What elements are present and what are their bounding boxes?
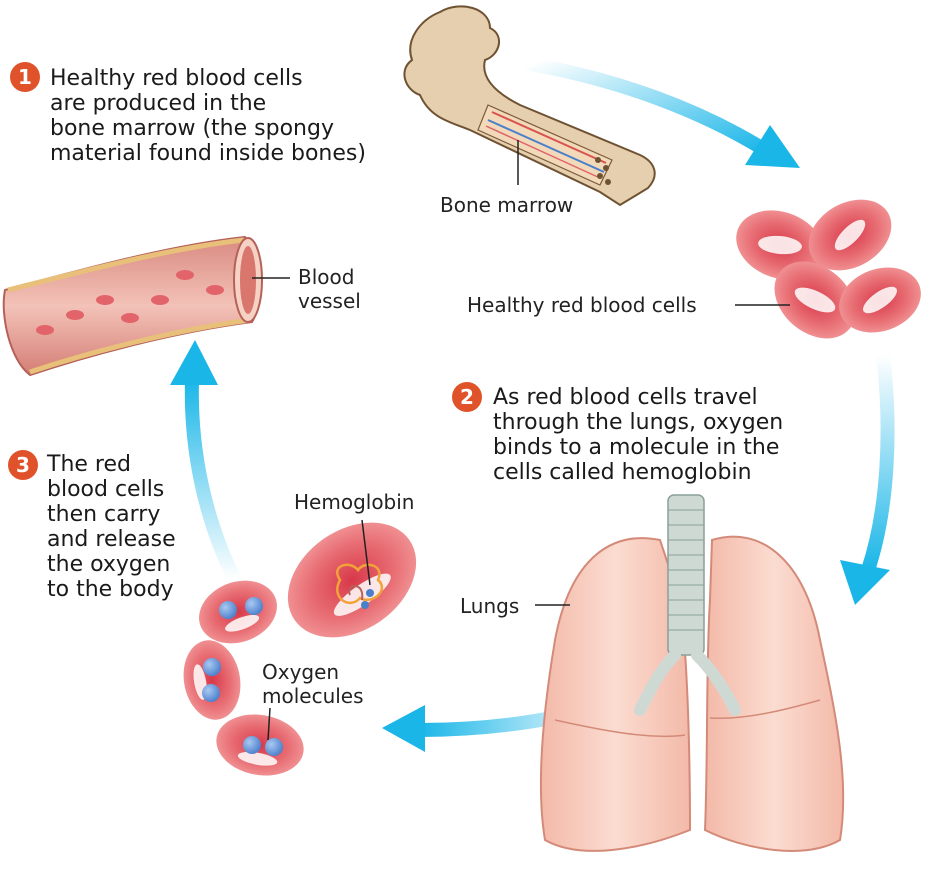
step-3-text: The red blood cells then carry and relea… <box>47 452 176 602</box>
arrow-cells-to-lungs <box>840 355 890 605</box>
label-blood-vessel-line: Blood <box>298 265 361 289</box>
step-3-line: blood cells <box>47 477 176 502</box>
label-blood-vessel-line: vessel <box>298 289 361 313</box>
label-lungs: Lungs <box>460 594 519 618</box>
step-3-line: the oxygen <box>47 552 176 577</box>
step-2-line: cells called hemoglobin <box>493 460 783 485</box>
bone-illustration <box>404 6 654 205</box>
step-1-line: are produced in the <box>50 91 366 116</box>
step-1-badge: 1 <box>10 62 40 92</box>
label-oxygen-molecules: Oxygen molecules <box>262 660 364 708</box>
step-2-badge: 2 <box>452 382 482 412</box>
step-2-line: As red blood cells travel <box>493 385 783 410</box>
label-bone-marrow: Bone marrow <box>440 193 573 217</box>
lungs-illustration <box>535 495 843 851</box>
label-blood-vessel: Blood vessel <box>298 265 361 313</box>
label-healthy-red-blood-cells: Healthy red blood cells <box>467 293 697 317</box>
step-3-badge: 3 <box>8 450 38 480</box>
step-1-line: bone marrow (the spongy <box>50 116 366 141</box>
step-1-line: material found inside bones) <box>50 141 366 166</box>
step-2-line: through the lungs, oxygen <box>493 410 783 435</box>
arrow-body-to-vessel <box>170 340 235 580</box>
label-hemoglobin: Hemoglobin <box>294 490 414 514</box>
step-1-text: Healthy red blood cells are produced in … <box>50 66 366 166</box>
healthy-red-blood-cells <box>726 185 925 354</box>
label-oxygen-line: molecules <box>262 684 364 708</box>
step-3-line: then carry <box>47 502 176 527</box>
step-2-text: As red blood cells travel through the lu… <box>493 385 783 485</box>
step-3-line: The red <box>47 452 176 477</box>
step-3-line: to the body <box>47 577 176 602</box>
hemoglobin-cell <box>266 499 438 661</box>
step-3-line: and release <box>47 527 176 552</box>
step-1-line: Healthy red blood cells <box>50 66 366 91</box>
step-2-line: binds to a molecule in the <box>493 435 783 460</box>
blood-vessel <box>4 237 290 375</box>
label-oxygen-line: Oxygen <box>262 660 364 684</box>
